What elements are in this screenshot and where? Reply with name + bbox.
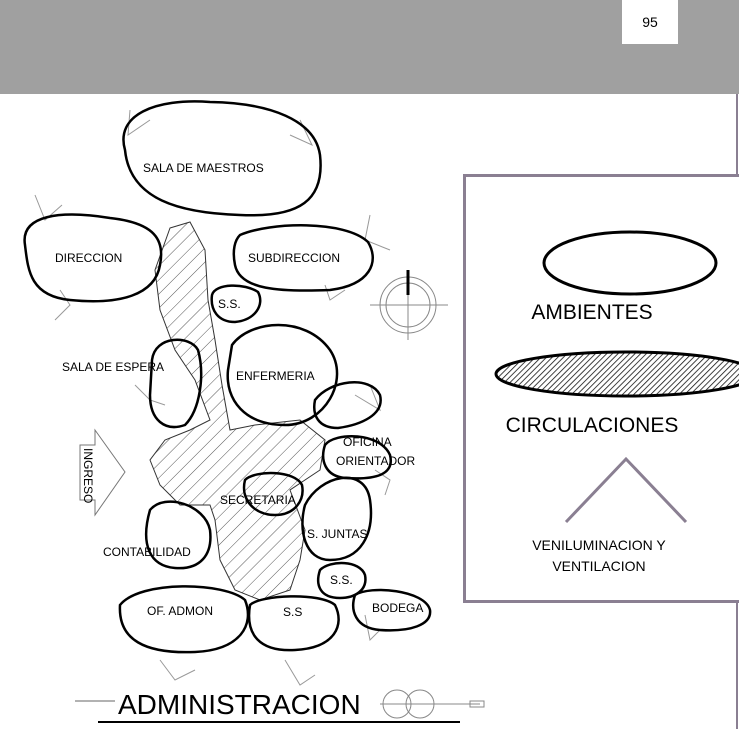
circulation-zone bbox=[149, 221, 326, 601]
label-ss-bottom: S.S bbox=[283, 605, 302, 619]
label-oficina-2: ORIENTADOR bbox=[336, 454, 415, 468]
north-arrow-icon bbox=[370, 270, 448, 340]
page-title: ADMINISTRACION bbox=[118, 689, 361, 720]
label-sala-espera: SALA DE ESPERA bbox=[62, 360, 164, 374]
label-ingreso: INGRESO bbox=[81, 448, 95, 503]
space-oficina-orientador bbox=[321, 435, 393, 480]
label-secretaria: SECRETARIA bbox=[220, 493, 296, 507]
space-ss-top bbox=[210, 284, 262, 324]
space-ss-bottom bbox=[247, 595, 340, 652]
space-direccion bbox=[23, 213, 163, 303]
ventilation-marks bbox=[34, 109, 391, 686]
legend-venilum-line1: VENILUMINACION Y bbox=[532, 537, 666, 553]
label-s-juntas: S. JUNTAS bbox=[307, 527, 367, 541]
space-secretaria bbox=[242, 471, 304, 517]
space-bodega bbox=[352, 588, 432, 632]
legend-ventilation-symbol bbox=[564, 456, 688, 524]
space-enfermeria bbox=[226, 323, 339, 427]
label-oficina-1: OFICINA bbox=[343, 435, 392, 449]
label-enfermeria: ENFERMERIA bbox=[236, 369, 315, 383]
title-symbol-icon bbox=[380, 689, 485, 719]
legend-venilum-line2: VENTILACION bbox=[552, 558, 646, 574]
label-subdireccion: SUBDIRECCION bbox=[248, 251, 340, 265]
label-ss-top: S.S. bbox=[218, 297, 241, 311]
legend-circulaciones-label: CIRCULACIONES bbox=[505, 414, 679, 437]
page-number: 95 bbox=[622, 0, 678, 44]
legend-ambientes-label: AMBIENTES bbox=[531, 301, 653, 324]
label-sala-maestros: SALA DE MAESTROS bbox=[143, 161, 264, 175]
space-contabilidad bbox=[145, 500, 212, 570]
legend-ambientes-symbol bbox=[542, 230, 718, 296]
label-direccion: DIRECCION bbox=[55, 251, 122, 265]
space-sala-espera bbox=[148, 338, 203, 429]
space-small-right bbox=[313, 381, 382, 430]
space-sala-maestros bbox=[122, 100, 322, 217]
label-contabilidad: CONTABILIDAD bbox=[103, 545, 191, 559]
label-ss-right: S.S. bbox=[330, 573, 353, 587]
space-of-admon bbox=[118, 585, 250, 654]
legend-box: AMBIENTES CIRCULACIONES VENILUMINACION Y… bbox=[463, 174, 739, 603]
label-bodega: BODEGA bbox=[372, 601, 423, 615]
entrance-arrow bbox=[79, 428, 126, 517]
space-s-juntas bbox=[301, 476, 373, 562]
label-of-admon: OF. ADMON bbox=[147, 604, 213, 618]
legend-circulaciones-symbol bbox=[494, 350, 739, 398]
space-subdireccion bbox=[232, 224, 374, 292]
header-bar bbox=[0, 0, 739, 94]
legend-graphics bbox=[494, 230, 739, 524]
